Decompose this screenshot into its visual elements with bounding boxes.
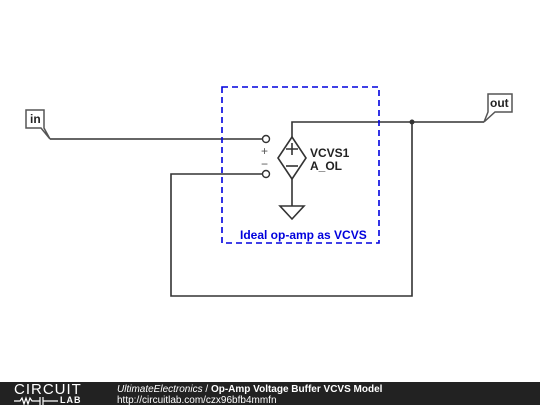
plus-sign: + bbox=[261, 144, 268, 158]
minus-terminal bbox=[261, 169, 271, 179]
circuitlab-logo[interactable]: CIRCUIT LAB bbox=[14, 382, 96, 405]
logo-text-bottom: LAB bbox=[60, 395, 82, 405]
logo-wave-icon bbox=[14, 396, 58, 405]
wires bbox=[50, 121, 484, 297]
logo-text-top: CIRCUIT bbox=[14, 381, 82, 398]
annotation-caption: Ideal op-amp as VCVS bbox=[240, 228, 367, 242]
footer-bar: CIRCUIT LAB UltimateElectronics / Op-Amp… bbox=[0, 382, 540, 406]
input-flag[interactable]: in bbox=[25, 109, 51, 140]
author-link[interactable]: UltimateElectronics bbox=[117, 384, 203, 395]
output-wire bbox=[291, 121, 484, 137]
feedback-wire bbox=[170, 122, 413, 297]
minus-sign: − bbox=[261, 157, 268, 171]
junction-dot bbox=[409, 119, 415, 125]
diamond-dependent-voltage-source-icon bbox=[277, 135, 307, 206]
input-flag-label: in bbox=[30, 112, 41, 126]
component-gain: A_OL bbox=[310, 159, 342, 173]
circuit-title[interactable]: Op-Amp Voltage Buffer VCVS Model bbox=[210, 384, 383, 395]
credit-line: UltimateElectronics / Op-Amp Voltage Buf… bbox=[117, 384, 382, 395]
circuit-url[interactable]: http://circuitlab.com/czx96bfb4mmfn bbox=[117, 395, 277, 406]
schematic: + − VCVS1 A_OL Ideal op-amp as VCVS in o… bbox=[25, 86, 513, 297]
ground-icon bbox=[278, 205, 306, 221]
annotation-box bbox=[221, 86, 380, 244]
credit-separator: / bbox=[202, 384, 211, 395]
output-flag[interactable]: out bbox=[483, 93, 513, 123]
component-name: VCVS1 bbox=[310, 146, 350, 160]
output-flag-label: out bbox=[490, 96, 509, 110]
plus-terminal bbox=[261, 134, 271, 144]
